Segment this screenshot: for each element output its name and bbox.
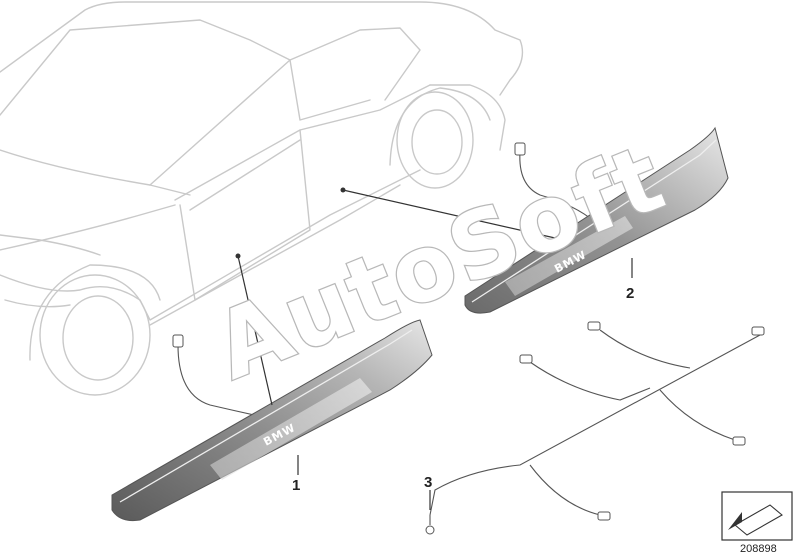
orientation-arrow-icon [721, 491, 793, 541]
connector-plug [519, 354, 533, 364]
vehicle-outline [0, 1, 524, 396]
connector-plug [172, 334, 184, 348]
leader-lines [235, 187, 633, 510]
connector-plug [751, 326, 765, 336]
watermark-text: AutoSoft [200, 124, 679, 401]
connector-plug [732, 436, 746, 446]
connector-plug [597, 511, 611, 521]
callout-2: 2 [626, 285, 634, 302]
connector-plug [514, 142, 526, 156]
connector-plug [587, 321, 601, 331]
catalog-number: 208898 [740, 543, 777, 555]
callout-1: 1 [292, 477, 300, 494]
rear-door-sill[interactable]: BMW [464, 126, 729, 314]
callout-3: 3 [424, 474, 432, 491]
wiring-harness[interactable] [425, 321, 765, 535]
ground-ring-terminal [425, 525, 435, 535]
front-door-sill[interactable]: BMW [111, 319, 433, 521]
